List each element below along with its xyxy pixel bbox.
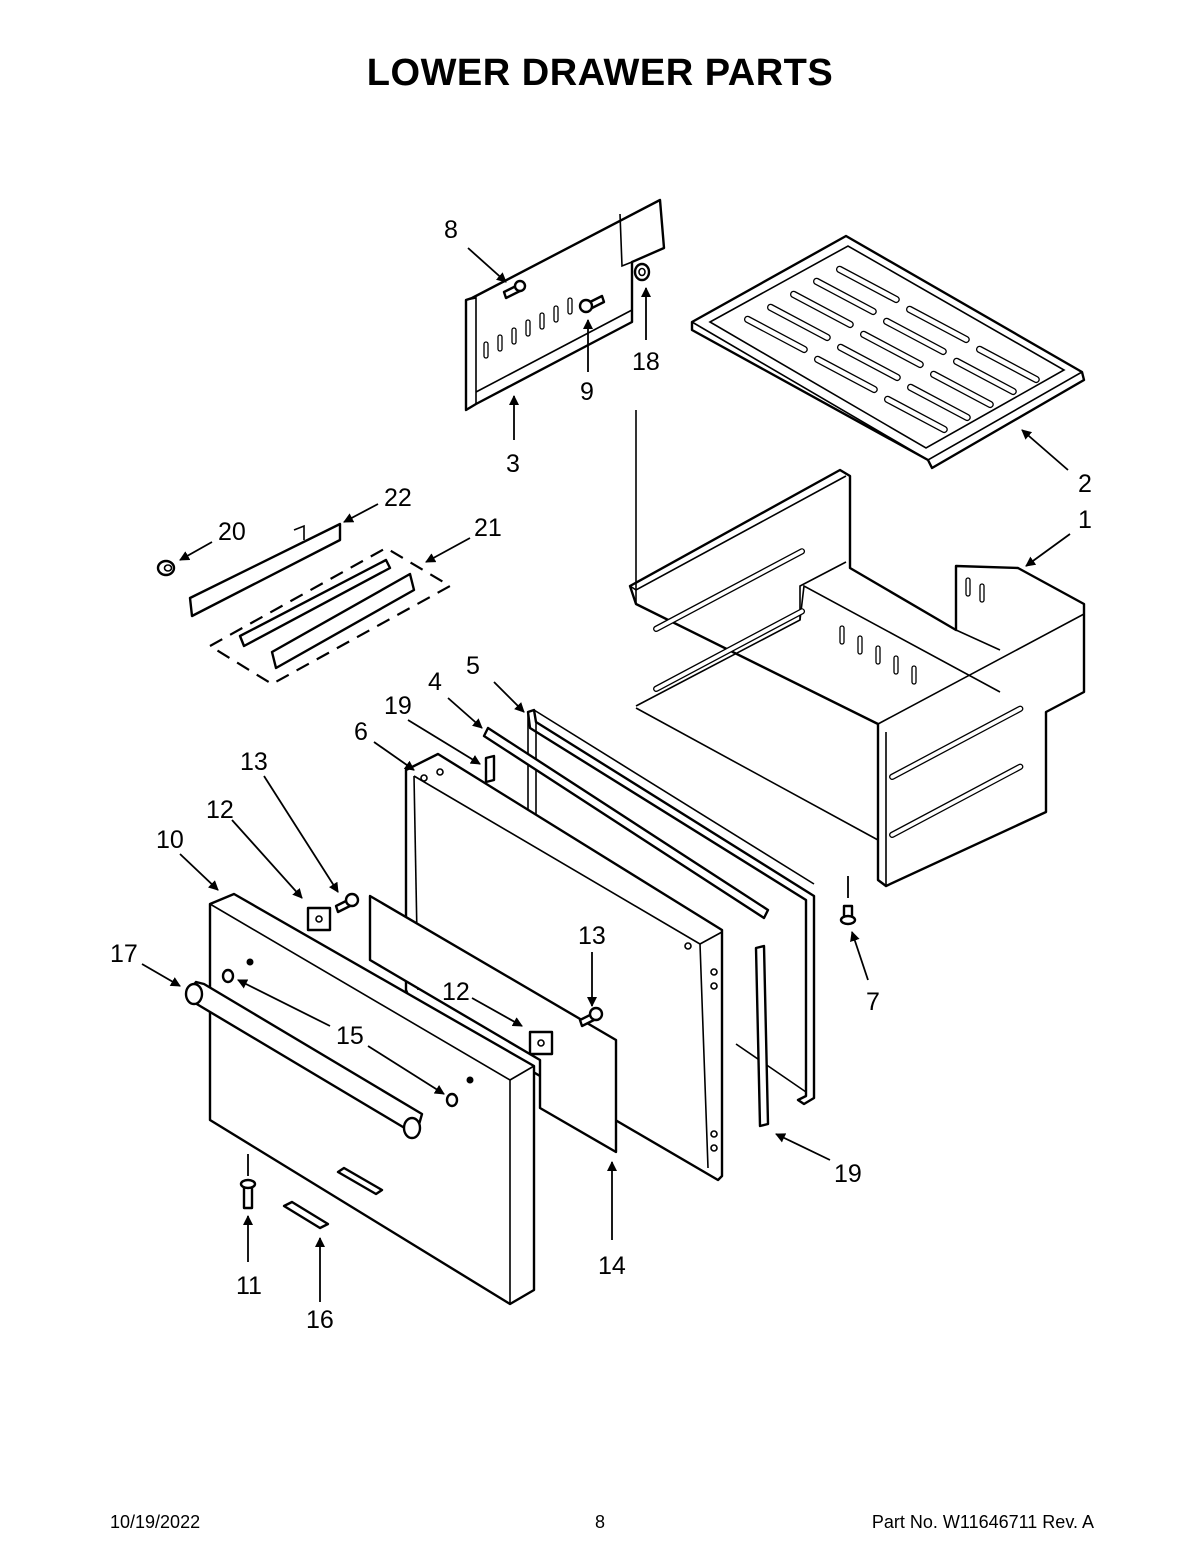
part-2-shelf-rack xyxy=(690,234,1086,470)
callout-10: 10 xyxy=(156,826,184,854)
callout-9: 9 xyxy=(580,378,594,406)
callout-5: 5 xyxy=(466,652,480,680)
callout-6: 6 xyxy=(354,718,368,746)
box-back-slots xyxy=(839,577,985,685)
callout-21: 21 xyxy=(474,514,502,542)
part-12-spacer-upper xyxy=(306,906,332,932)
callout-8: 8 xyxy=(444,216,458,244)
part-20-bumper xyxy=(156,559,176,577)
part-12-spacer-lower xyxy=(528,1030,554,1056)
callout-19-upper: 19 xyxy=(384,692,412,720)
part-8-screw xyxy=(502,279,527,300)
callout-7: 7 xyxy=(866,988,880,1016)
part-19-seal-lower xyxy=(754,944,770,1128)
callout-16: 16 xyxy=(306,1306,334,1334)
callout-4: 4 xyxy=(428,668,442,696)
part-5-gasket-frame xyxy=(526,708,816,1106)
footer-date: 10/19/2022 xyxy=(110,1512,201,1532)
callout-12-lower: 12 xyxy=(442,978,470,1006)
callout-11: 11 xyxy=(236,1272,262,1300)
callout-22: 22 xyxy=(384,484,412,512)
callout-3: 3 xyxy=(506,450,520,478)
bracket-slots xyxy=(483,297,573,359)
shelf-slots xyxy=(743,265,1040,434)
page-title: LOWER DRAWER PARTS xyxy=(366,52,834,94)
part-19-seal-upper xyxy=(484,754,496,784)
part-17-handle xyxy=(184,980,424,1140)
callout-numbers: 8 9 18 3 2 1 20 22 21 5 4 19 6 13 12 10 … xyxy=(110,216,1092,1334)
box-left-slots xyxy=(653,548,806,692)
part-22-rail-bracket xyxy=(188,522,342,618)
callout-18: 18 xyxy=(632,348,660,376)
callout-2: 2 xyxy=(1078,470,1092,498)
footer-part-number: Part No. W11646711 Rev. A xyxy=(871,1512,1094,1532)
part-11-screw xyxy=(239,1178,257,1210)
callout-20: 20 xyxy=(218,518,246,546)
part-7-screw xyxy=(839,904,857,926)
callout-15: 15 xyxy=(336,1022,364,1050)
part-14-insulation-panel xyxy=(368,894,618,1154)
callout-17: 17 xyxy=(110,940,138,968)
part-1-drawer-box xyxy=(628,410,1086,888)
part-3-drawer-bracket xyxy=(464,198,666,412)
part-18-nut xyxy=(633,262,651,282)
callout-1: 1 xyxy=(1078,506,1092,534)
part-16-trim-strip xyxy=(282,1200,330,1230)
part-15-handle-screws xyxy=(221,968,459,1108)
box-right-slots xyxy=(889,705,1024,838)
callout-13-lower: 13 xyxy=(578,922,606,950)
part-13-screw-upper xyxy=(334,892,360,914)
leader-lines xyxy=(141,247,1071,1302)
callout-13-upper: 13 xyxy=(240,748,268,776)
part-4-gasket xyxy=(482,726,770,920)
footer-page-number: 8 xyxy=(594,1512,605,1532)
callout-14: 14 xyxy=(598,1252,626,1280)
part-13-screw-lower xyxy=(578,1006,604,1028)
callout-12-upper: 12 xyxy=(206,796,234,824)
part-21-slide-rail xyxy=(207,546,453,686)
callout-19-lower: 19 xyxy=(834,1160,862,1188)
part-9-screw xyxy=(578,294,606,314)
